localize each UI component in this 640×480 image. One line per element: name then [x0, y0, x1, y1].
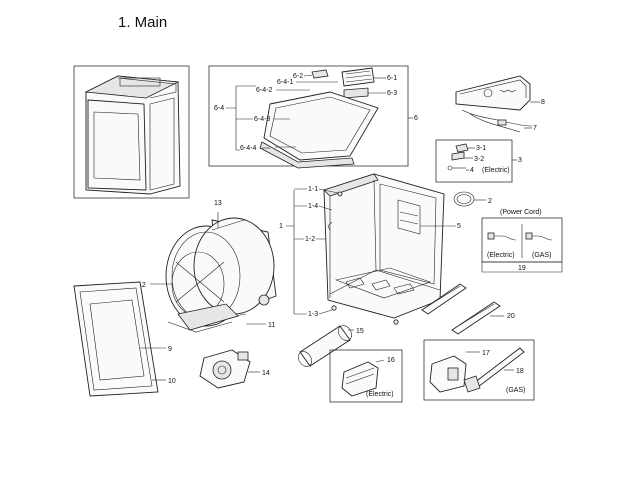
label-16: 16: [387, 357, 395, 364]
part-3-2-shape: [451, 151, 465, 161]
label-5: 5: [457, 223, 461, 230]
part-3-box: [435, 139, 513, 183]
parts-17-18-box: [423, 339, 535, 401]
part-3-1-shape: [455, 143, 469, 153]
parts-17-18-gas-group: 17 18 (GAS): [423, 339, 535, 401]
label-1-3: 1-3: [308, 311, 318, 318]
part-6-4-door-shape: [259, 91, 379, 169]
part-6-1-shape: [341, 67, 375, 87]
cord-electric-shape: [494, 235, 517, 241]
label-1-4: 1-4: [308, 203, 318, 210]
part-6-group: 6-2 6-1 6-3 6-4-1 6-4-2 6-4 6-4-3 6-4-4 …: [208, 65, 418, 169]
label-9: 9: [168, 346, 172, 353]
label-1-1: 1-1: [308, 186, 318, 193]
label-8: 8: [541, 99, 545, 106]
diagram-title: 1. Main: [118, 14, 167, 31]
label-6-3: 6-3: [387, 90, 397, 97]
label-4: 4: [470, 167, 474, 174]
label-3-2: 3-2: [474, 156, 484, 163]
part-7-wire-harness: 7: [461, 109, 537, 133]
part-16-box: [329, 349, 403, 403]
label-1: 1: [279, 223, 283, 230]
part-16-group: 16 (Electric): [329, 349, 403, 403]
dryer-assembly-box: [73, 65, 190, 199]
label-17: 17: [482, 350, 490, 357]
label-6-1: 6-1: [387, 75, 397, 82]
note-electric-part-3: (Electric): [482, 167, 510, 174]
part-1-callouts: 1 1-1 1-4 1-2 1-3 5: [279, 186, 461, 318]
label-3: 3: [518, 157, 522, 164]
dryer-assembly-illustration: [73, 65, 190, 199]
label-6-4-1: 6-4-1: [277, 79, 293, 86]
part-3-group: 3-1 3-2 4 (Electric) 3: [435, 139, 522, 183]
note-power-cord: (Power Cord): [500, 209, 542, 216]
note-gas-valve: (GAS): [506, 387, 525, 394]
label-6-4-2: 6-4-2: [256, 87, 272, 94]
part-8-control-panel: 8: [455, 75, 545, 111]
part-19-power-cord-group: (Power Cord) (Electric) (GAS) 19: [481, 209, 563, 273]
label-6-4-4: 6-4-4: [240, 145, 256, 152]
part-20-rails: 20: [421, 283, 515, 335]
label-1-2: 1-2: [305, 236, 315, 243]
cord-gas-shape: [530, 235, 553, 241]
label-10: 10: [168, 378, 176, 385]
label-15: 15: [356, 328, 364, 335]
label-18: 18: [516, 368, 524, 375]
part-14-motor: 14: [199, 349, 270, 389]
part-6-2-shape: [311, 69, 329, 79]
drum-assembly: 13 12 11: [138, 200, 277, 333]
label-6-2: 6-2: [293, 73, 303, 80]
note-cord-gas: (GAS): [532, 252, 551, 259]
label-20: 20: [507, 313, 515, 320]
note-cord-electric: (Electric): [487, 252, 515, 259]
label-11: 11: [268, 322, 275, 329]
part-6-3-shape: [343, 87, 369, 99]
part-15-duct: 15: [298, 325, 364, 367]
door-assembly: 9 10: [73, 281, 176, 397]
label-14: 14: [262, 370, 270, 377]
label-6: 6: [414, 115, 418, 122]
label-13: 13: [214, 200, 222, 207]
label-6-4: 6-4: [214, 105, 224, 112]
part-2-belt: 2: [453, 191, 492, 207]
label-19: 19: [518, 265, 526, 272]
label-12: 12: [138, 282, 146, 289]
label-2: 2: [488, 198, 492, 205]
note-heater-electric: (Electric): [366, 391, 394, 398]
label-6-4-3: 6-4-3: [254, 116, 270, 123]
label-3-1: 3-1: [476, 145, 486, 152]
label-7: 7: [533, 125, 537, 132]
part-1-cabinet: [323, 173, 445, 325]
